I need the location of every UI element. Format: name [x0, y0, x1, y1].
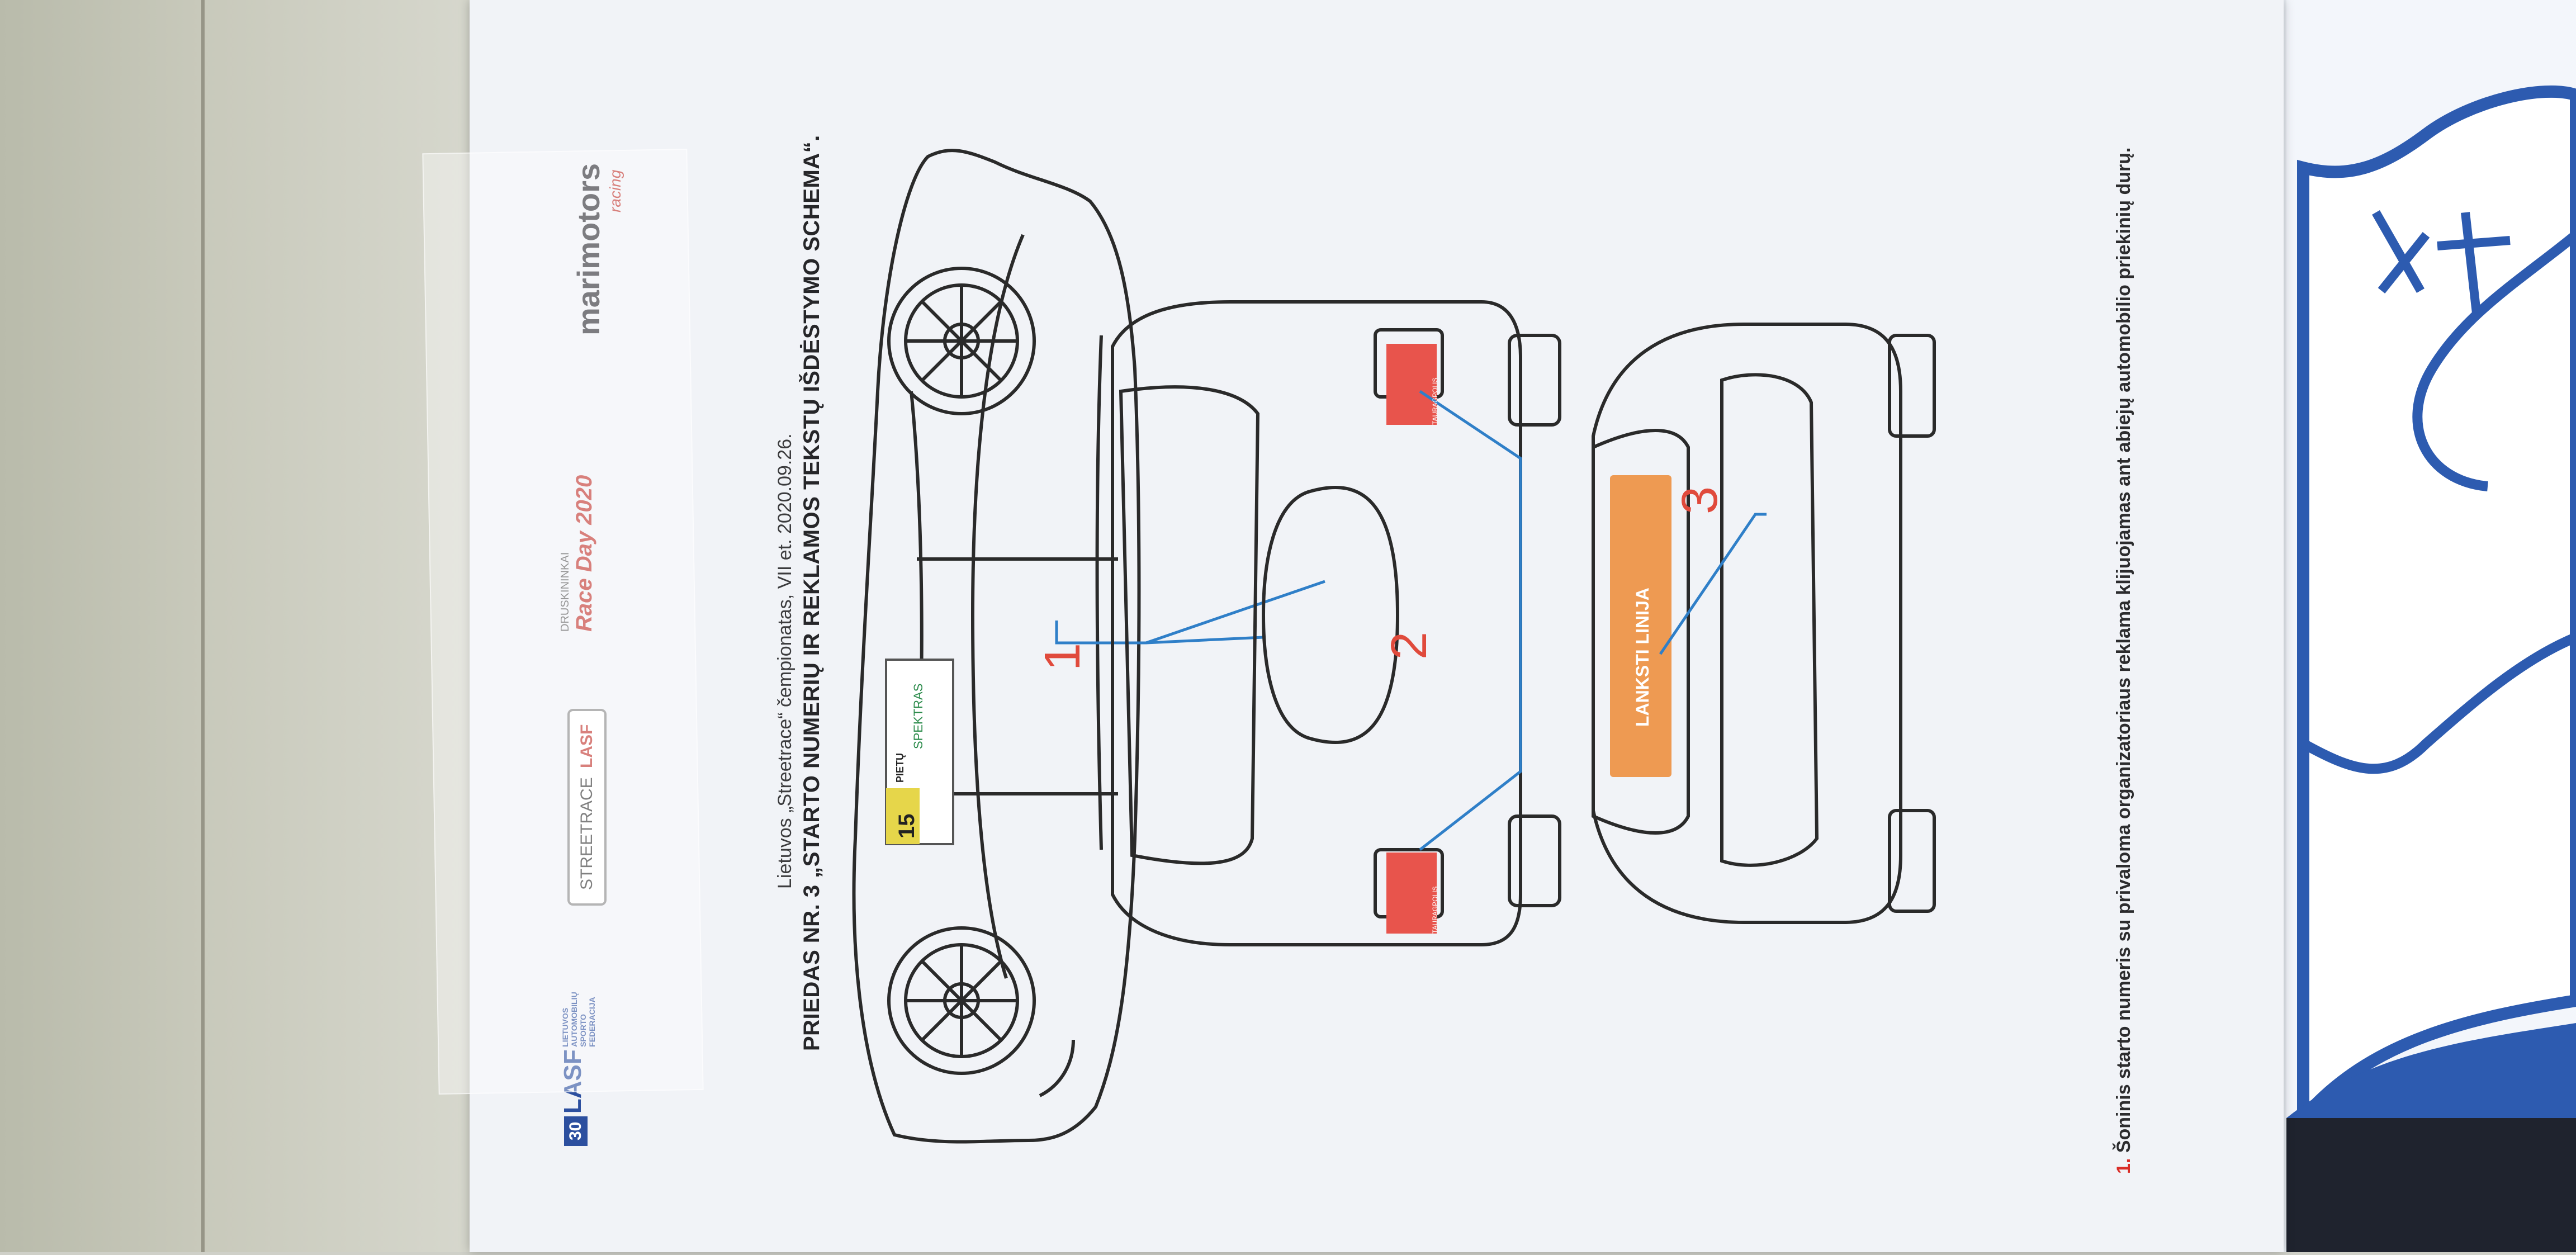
side-wheel-rear	[887, 926, 1036, 1075]
paper-sheet: 1 2 3 15 PIETŲ SPEKTRAS LANKSTI LINIJA T…	[470, 0, 2284, 1252]
wall-crack	[201, 0, 205, 1252]
header-line: Lietuvos „Streetrace“ čempionatas, VII e…	[774, 433, 795, 889]
callout-3: 3	[1672, 486, 1728, 514]
footnote: 1. Šoninis starto numeris su privaloma o…	[2113, 147, 2134, 1174]
decal-tauragpolis-bottom: TAURAGPOLIS	[1431, 886, 1439, 934]
sticker-graphic	[2286, 85, 2576, 1252]
rear-decal	[1610, 475, 1671, 777]
window-sticker	[2286, 0, 2576, 1252]
transparent-tape	[422, 148, 704, 1095]
front-decal-bottom	[1386, 853, 1437, 934]
front-view-car	[1111, 300, 1561, 946]
callout-line-2	[1419, 390, 1522, 851]
car-diagrams	[852, 149, 1936, 1144]
document-title: PRIEDAS NR. 3 „STARTO NUMERIŲ IR REKLAMO…	[799, 135, 824, 1051]
decal-lanksti: LANKSTI LINIJA	[1632, 588, 1652, 727]
front-decal-top	[1386, 344, 1437, 425]
decal-tauragpolis-top: TAURAGPOLIS	[1431, 377, 1439, 425]
callout-1: 1	[1035, 642, 1091, 671]
decal-spektras: SPEKTRAS	[911, 683, 925, 749]
side-wheel-front	[887, 267, 1036, 415]
wall	[0, 0, 503, 1252]
callout-line-3	[1659, 513, 1767, 655]
start-number-plate	[886, 788, 920, 844]
decal-pietu: PIETŲ	[894, 752, 906, 783]
start-number: 15	[894, 813, 919, 839]
callout-2: 2	[1381, 631, 1437, 660]
callout-line-1	[1055, 621, 1264, 645]
rear-view-car	[1592, 323, 1936, 924]
